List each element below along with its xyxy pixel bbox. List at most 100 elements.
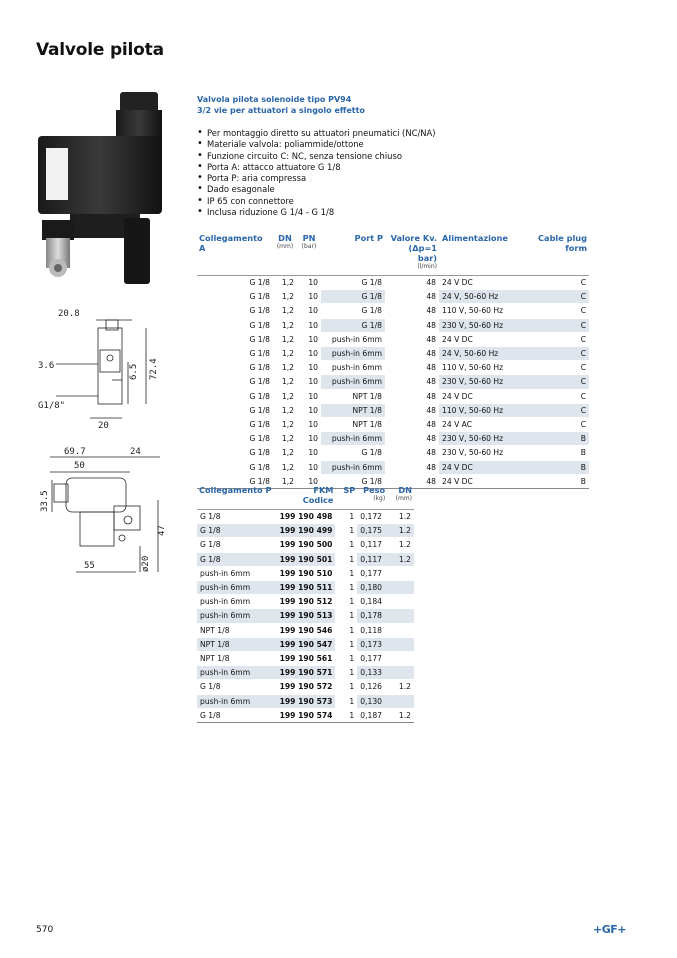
table-cell: 199 190 500 <box>276 537 336 553</box>
table-cell: 199 190 498 <box>276 509 336 525</box>
table-cell: 10 <box>297 360 321 376</box>
table-cell: 1 <box>335 509 358 525</box>
col-header: Valore Kv.(Δp=1 bar)(l/min) <box>390 233 437 270</box>
table-cell: 199 190 513 <box>276 608 336 624</box>
table-cell: push-in 6mm <box>321 346 385 362</box>
table-cell: 0,126 <box>357 679 388 695</box>
table-cell: G 1/8 <box>197 523 277 539</box>
table-cell: 1,2 <box>273 289 297 305</box>
product-title-line2: 3/2 vie per attuatori a singolo effetto <box>197 106 365 115</box>
technical-drawing: 20.8 3.6 G1/8" 20 69.7 24 50 55 6.5 72.4… <box>38 309 167 573</box>
table-cell <box>387 566 414 582</box>
feature-item: Materiale valvola: poliammide/ottone <box>197 138 436 150</box>
gf-logo: +GF+ <box>593 923 626 936</box>
table-cell: 0,184 <box>357 594 388 610</box>
table-cell <box>387 694 414 709</box>
table-cell: push-in 6mm <box>321 460 385 475</box>
table-cell: C <box>511 389 589 404</box>
table-cell: 199 190 512 <box>276 594 336 610</box>
table-cell: 1,2 <box>273 275 297 291</box>
product-title: Valvola pilota solenoide tipo PV94 3/2 v… <box>197 94 365 116</box>
table-cell: G 1/8 <box>197 431 273 447</box>
table-cell: 0,180 <box>357 580 388 596</box>
dim-label: 47 <box>157 525 167 536</box>
table-cell: G 1/8 <box>197 445 273 461</box>
table-cell: 48 <box>385 417 439 433</box>
table-cell: 0,172 <box>357 509 388 525</box>
table-cell: B <box>511 445 589 461</box>
table-cell: push-in 6mm <box>197 580 277 596</box>
table-cell: 0,177 <box>357 651 388 667</box>
table-cell: 48 <box>385 332 439 348</box>
table-cell: 1.2 <box>387 552 414 567</box>
table-cell: 48 <box>385 303 439 319</box>
table-cell: G 1/8 <box>197 403 273 419</box>
table-cell: 1.2 <box>387 679 414 695</box>
table-cell: 1,2 <box>273 389 297 404</box>
table-cell: 24 V DC <box>439 275 511 291</box>
col-header: DN(mm) <box>276 233 294 250</box>
table-cell: 24 V DC <box>439 389 511 404</box>
dim-label: 69.7 <box>64 447 86 457</box>
table-cell <box>387 580 414 596</box>
table-cell: push-in 6mm <box>321 374 385 390</box>
table-cell: NPT 1/8 <box>197 651 277 667</box>
table-cell: C <box>511 403 589 419</box>
table-cell: 230 V, 50-60 Hz <box>439 374 511 390</box>
table-cell: 199 190 499 <box>276 523 336 539</box>
table-cell: G 1/8 <box>197 289 273 305</box>
table-cell: 24 V, 50-60 Hz <box>439 346 511 362</box>
table-cell: 1,2 <box>273 318 297 333</box>
table-cell: C <box>511 318 589 333</box>
table-cell: G 1/8 <box>197 303 273 319</box>
table-cell: 10 <box>297 374 321 390</box>
table-cell: 199 190 561 <box>276 651 336 667</box>
table-cell: 10 <box>297 332 321 348</box>
table-cell: 199 190 574 <box>276 708 336 724</box>
table-cell: 1,2 <box>273 374 297 390</box>
table-cell: 199 190 572 <box>276 679 336 695</box>
feature-item: Porta A: attacco attuatore G 1/8 <box>197 161 436 173</box>
table-cell <box>387 665 414 681</box>
table-cell <box>387 623 414 638</box>
table-cell: 110 V, 50-60 Hz <box>439 403 511 419</box>
table-cell: 10 <box>297 460 321 475</box>
table-cell: 10 <box>297 289 321 305</box>
table-cell <box>387 608 414 624</box>
table-cell <box>387 651 414 667</box>
table-cell: 1.2 <box>387 537 414 553</box>
feature-list: Per montaggio diretto su attuatori pneum… <box>197 127 436 218</box>
table-cell: 199 190 547 <box>276 637 336 653</box>
table-cell: 24 V, 50-60 Hz <box>439 289 511 305</box>
table-cell: 1 <box>335 708 358 724</box>
table-cell: push-in 6mm <box>321 332 385 348</box>
table-cell: 10 <box>297 303 321 319</box>
table-cell: 230 V, 50-60 Hz <box>439 318 511 333</box>
table-cell: C <box>511 360 589 376</box>
table-cell: 1,2 <box>273 431 297 447</box>
table-cell: 48 <box>385 346 439 362</box>
table-cell: G 1/8 <box>197 374 273 390</box>
table-cell: G 1/8 <box>197 509 277 525</box>
table-cell: G 1/8 <box>197 332 273 348</box>
table-cell: 24 V DC <box>439 460 511 475</box>
